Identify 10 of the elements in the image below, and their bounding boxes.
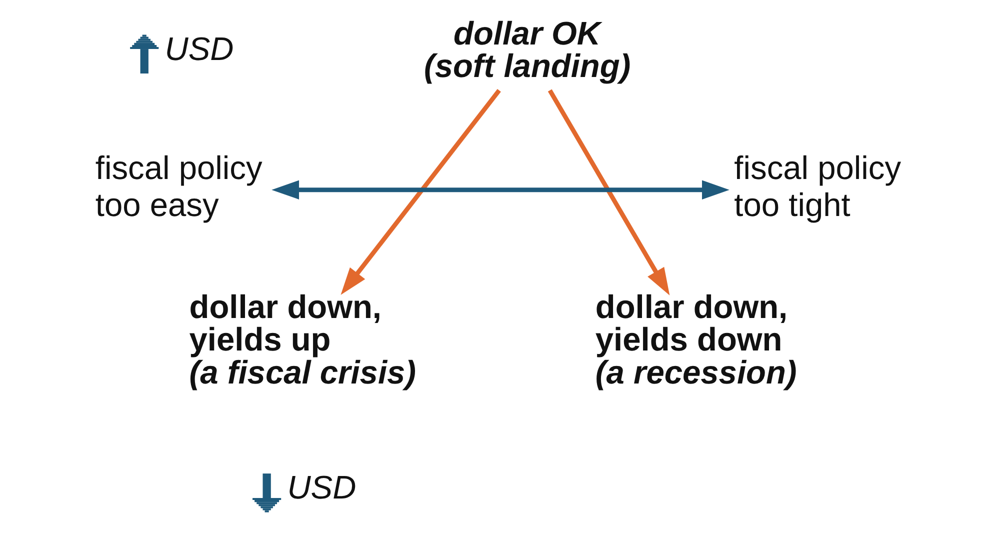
node-text: dollar down, yields up (a fiscal crisis) [188, 288, 416, 390]
label: USD [286, 468, 356, 506]
arrow [271, 180, 729, 200]
arrow [547, 89, 670, 296]
label: USD [164, 30, 234, 67]
node-text: fiscal policy too easy [94, 149, 262, 223]
node-text: fiscal policy too tight [734, 149, 901, 223]
node-text: dollar OK (soft landing) [423, 14, 630, 84]
node-text: dollar down, yields down (a recession) [594, 288, 796, 390]
arrow [340, 89, 500, 295]
